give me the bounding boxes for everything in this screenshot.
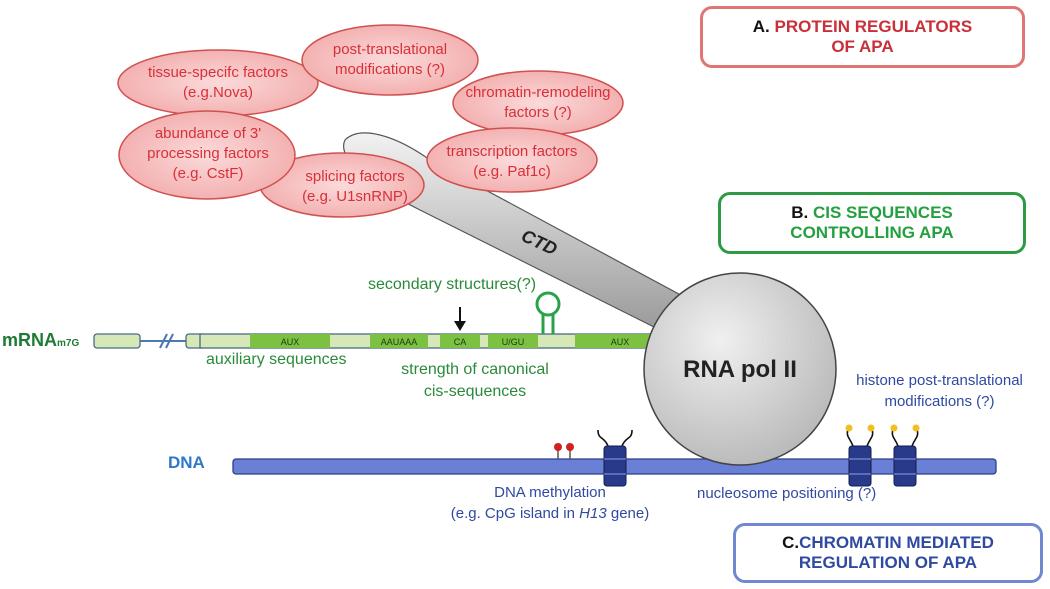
auxiliary-sequences-label: auxiliary sequences	[206, 351, 347, 368]
rna-pol-label: RNA pol II	[683, 356, 797, 383]
regulator-abundance-l3: (e.g. CstF)	[172, 165, 244, 182]
histone-ptm-l1: histone post-translational	[856, 372, 1023, 389]
nucleosome	[890, 424, 920, 487]
regulator-tissue-l2: (e.g.Nova)	[182, 84, 254, 101]
regulator-chromatin: chromatin-remodeling factors (?)	[453, 83, 623, 123]
box-chromatin-regulation: C.CHROMATIN MEDIATED REGULATION OF APA	[733, 523, 1043, 583]
dna-methylation-l2: (e.g. CpG island in H13 gene)	[415, 503, 685, 524]
nucleosome	[845, 424, 875, 487]
box-a-line1: PROTEIN REGULATORS	[774, 17, 973, 36]
box-cis-sequences: B. CIS SEQUENCES CONTROLLING APA	[718, 192, 1026, 254]
dna-methylation-l2b: gene)	[606, 505, 650, 522]
regulator-transcription-l1: transcription factors	[446, 143, 578, 160]
segment-aux1	[250, 334, 330, 348]
secondary-structures-label: secondary structures(?)	[368, 276, 537, 293]
histone-ptm-label: histone post-translational modifications…	[832, 370, 1047, 412]
rna-pol-ii	[643, 272, 837, 466]
regulator-ptm: post-translational modifications (?)	[300, 40, 480, 80]
regulator-chromatin-l2: factors (?)	[504, 104, 572, 121]
segment-aauaaa	[370, 334, 428, 348]
regulator-splicing-l2: (e.g. U1snRNP)	[302, 188, 408, 205]
segment-aux2	[575, 334, 670, 348]
nucleosome	[597, 429, 633, 487]
dna-methylation-l1: DNA methylation	[494, 484, 606, 501]
box-c-prefix: C.	[782, 533, 800, 552]
regulator-abundance-l1: abundance of 3'	[154, 125, 262, 142]
histone-ptm-l2: modifications (?)	[884, 393, 995, 410]
regulator-ellipse-transcription	[426, 127, 598, 193]
dna-methylation-label: DNA methylation (e.g. CpG island in H13 …	[415, 482, 685, 524]
regulator-tissue: tissue-specifc factors (e.g.Nova)	[118, 63, 318, 103]
strength-label-l2: cis-sequences	[423, 383, 527, 400]
methyl-mark	[566, 443, 574, 451]
dna-methylation-l2a: (e.g. CpG island in	[450, 505, 580, 522]
regulator-tissue-l1: tissue-specifc factors	[147, 64, 289, 81]
strength-label-l1: strength of canonical	[401, 361, 549, 378]
mrna-label-text: mRNA	[2, 330, 58, 350]
segment-aux2-label: AUX	[611, 337, 630, 347]
segment-ugu	[488, 334, 538, 348]
regulator-ellipse-ptm	[301, 24, 479, 96]
hairpin-loop	[535, 291, 561, 317]
box-protein-regulators: A. PROTEIN REGULATORS OF APA	[700, 6, 1025, 68]
segment-ca	[440, 334, 480, 348]
regulator-transcription: transcription factors (e.g. Paf1c)	[427, 142, 597, 182]
segment-ugu-label: U/GU	[502, 337, 525, 347]
mrna-cap-block	[93, 333, 141, 349]
regulator-splicing-l1: splicing factors	[305, 168, 405, 185]
box-a-prefix: A.	[752, 17, 770, 36]
strength-label: strength of canonical cis-sequences	[385, 359, 565, 403]
regulator-abundance: abundance of 3' processing factors (e.g.…	[120, 124, 296, 184]
dna-label: DNA	[168, 453, 205, 472]
segment-ca-label: CA	[454, 337, 467, 347]
methyl-mark	[554, 443, 562, 451]
regulator-ptm-l2: modifications (?)	[334, 61, 446, 78]
box-c-line1: CHROMATIN MEDIATED	[799, 533, 994, 552]
nucleosome-positioning-label: nucleosome positioning (?)	[697, 485, 877, 502]
regulator-abundance-l2: processing factors	[147, 145, 269, 162]
regulator-chromatin-l1: chromatin-remodeling	[465, 84, 611, 101]
mrna-label: mRNAm7G	[2, 330, 79, 351]
regulator-ptm-l1: post-translational	[332, 41, 448, 58]
box-b-line1: CIS SEQUENCES	[812, 203, 953, 222]
cleavage-arrow	[454, 321, 466, 331]
box-c-line2: REGULATION OF APA	[798, 553, 978, 572]
dna-methylation-gene: H13	[579, 505, 607, 522]
box-b-prefix: B.	[791, 203, 809, 222]
box-a-line2: OF APA	[831, 37, 894, 56]
mrna-label-sub: m7G	[57, 338, 80, 349]
segment-aux1-label: AUX	[281, 337, 300, 347]
regulator-ellipse-abundance	[118, 110, 296, 200]
segment-aauaaa-label: AAUAAA	[381, 337, 418, 347]
regulator-transcription-l2: (e.g. Paf1c)	[473, 163, 551, 180]
regulator-splicing: splicing factors (e.g. U1snRNP)	[270, 167, 440, 207]
box-b-line2: CONTROLLING APA	[790, 223, 954, 242]
